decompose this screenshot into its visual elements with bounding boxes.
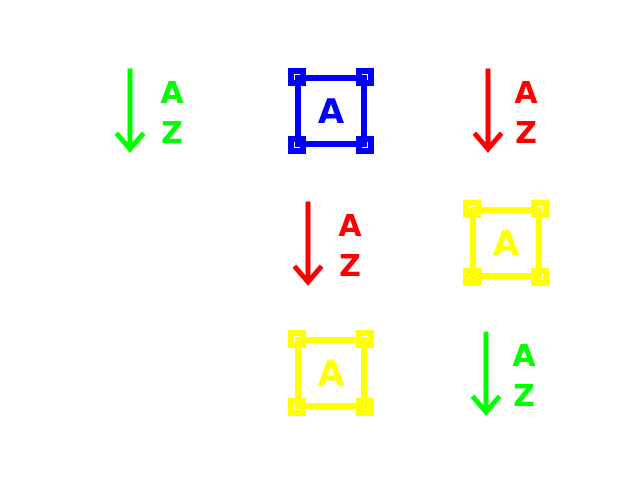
svg-text:A: A xyxy=(514,76,538,111)
sort-az-icon: A Z xyxy=(468,328,558,418)
svg-text:Z: Z xyxy=(161,116,183,151)
text-frame-icon: A xyxy=(286,66,376,156)
svg-text:A: A xyxy=(338,209,362,244)
svg-text:Z: Z xyxy=(339,249,361,284)
sort-az-icon: A Z xyxy=(290,198,380,288)
svg-text:A: A xyxy=(493,224,520,264)
svg-text:Z: Z xyxy=(513,379,535,414)
svg-text:A: A xyxy=(160,76,184,111)
svg-text:Z: Z xyxy=(515,116,537,151)
svg-text:A: A xyxy=(318,354,345,394)
text-frame-icon: A xyxy=(286,328,376,418)
svg-text:A: A xyxy=(512,339,536,374)
sort-az-icon: A Z xyxy=(112,65,202,155)
sort-az-icon: A Z xyxy=(470,65,560,155)
text-frame-icon: A xyxy=(461,198,551,288)
svg-text:A: A xyxy=(318,92,345,132)
